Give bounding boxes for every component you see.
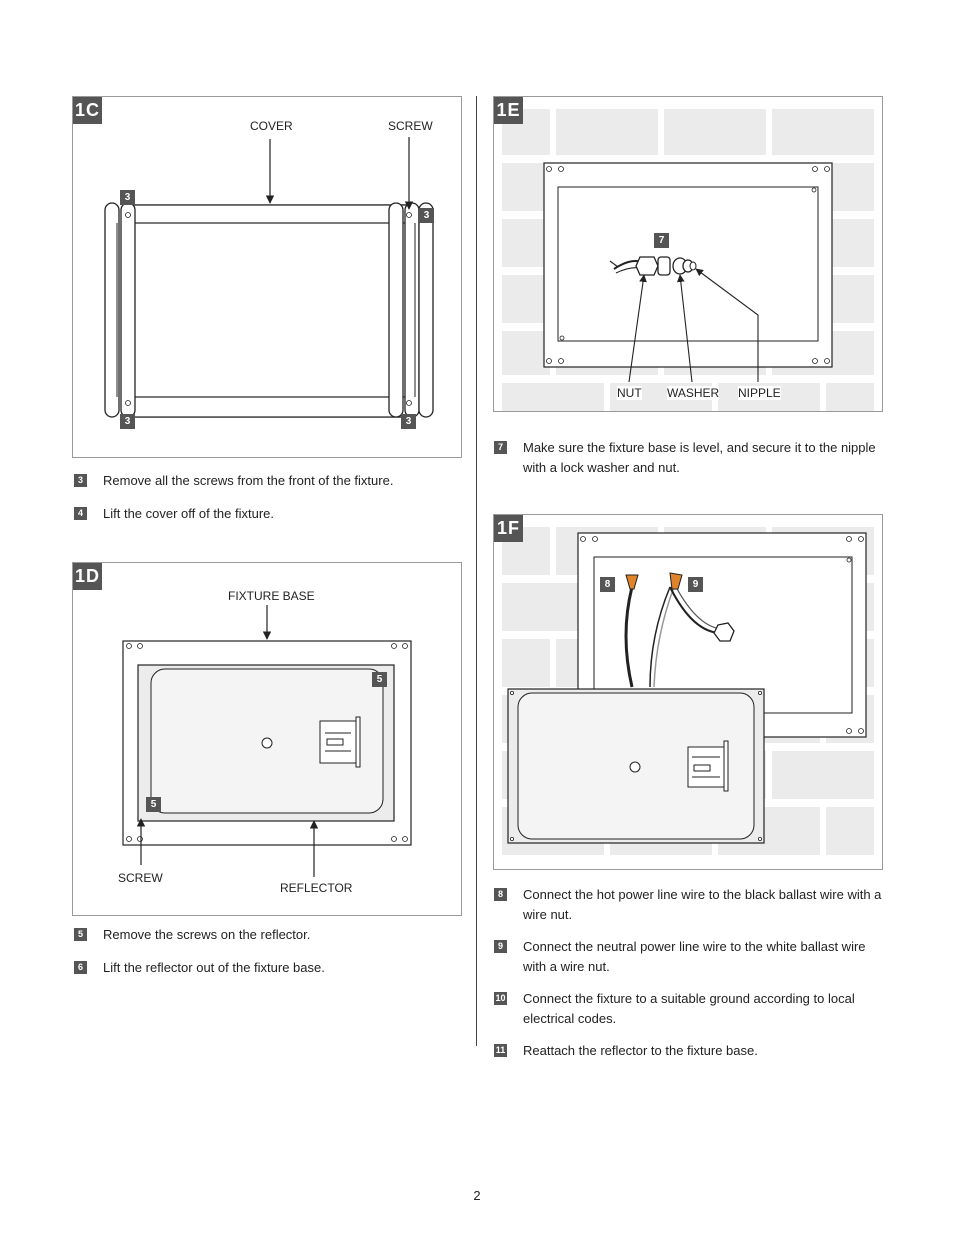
step-number: 10 <box>494 992 507 1005</box>
step-text: Remove all the screws from the front of … <box>103 473 394 488</box>
step-number: 4 <box>74 507 87 520</box>
step-text: Remove the screws on the reflector. <box>103 927 311 942</box>
step-text: Lift the cover off of the fixture. <box>103 506 275 521</box>
figure-tag: 1C <box>73 97 102 124</box>
step-text: Make sure the fixture base is level, and… <box>523 440 876 475</box>
instruction-step-7: 7 Make sure the fixture base is level, a… <box>494 438 884 478</box>
wiring-illustration <box>502 527 874 855</box>
step-number: 9 <box>494 940 507 953</box>
instruction-step-8: 8 Connect the hot power line wire to the… <box>494 885 884 925</box>
step-badge: 5 <box>146 797 161 812</box>
instruction-step-11: 11 Reattach the reflector to the fixture… <box>494 1041 884 1061</box>
screw-label: SCREW <box>118 871 163 885</box>
figure-tag: 1F <box>494 515 523 542</box>
step-badge: 3 <box>120 414 135 429</box>
instruction-step-6: 6 Lift the reflector out of the fixture … <box>74 958 464 978</box>
washer-label: WASHER <box>667 386 720 400</box>
step-text: Connect the hot power line wire to the b… <box>523 887 882 922</box>
step-number: 11 <box>494 1044 507 1057</box>
fixture-base-mounting-illustration <box>502 109 874 411</box>
figure-1d: 1D FIXTURE BASE SCREW REFLECTOR 5 5 <box>72 562 462 916</box>
step-number: 3 <box>74 474 87 487</box>
instruction-step-10: 10 Connect the fixture to a suitable gro… <box>494 989 884 1029</box>
step-badge: 9 <box>688 577 703 592</box>
step-badge: 5 <box>372 672 387 687</box>
figure-1f: 1F <box>493 514 883 870</box>
instruction-step-3: 3 Remove all the screws from the front o… <box>74 471 464 491</box>
column-divider <box>476 96 477 1046</box>
screw-label: SCREW <box>388 119 433 133</box>
instruction-step-9: 9 Connect the neutral power line wire to… <box>494 937 884 977</box>
fixture-base-label: FIXTURE BASE <box>228 589 315 603</box>
step-badge: 3 <box>401 414 416 429</box>
step-text: Connect the fixture to a suitable ground… <box>523 991 855 1026</box>
reflector-label: REFLECTOR <box>280 881 353 895</box>
instruction-step-5: 5 Remove the screws on the reflector. <box>74 925 464 945</box>
nut-label: NUT <box>617 386 642 400</box>
cover-removal-illustration <box>104 137 434 418</box>
step-text: Reattach the reflector to the fixture ba… <box>523 1043 758 1058</box>
step-number: 6 <box>74 961 87 974</box>
step-badge: 7 <box>654 233 669 248</box>
nipple-label: NIPPLE <box>738 386 781 400</box>
figure-1c: 1C COVER SCREW 3 3 3 3 <box>72 96 462 458</box>
cover-label: COVER <box>250 119 293 133</box>
step-number: 5 <box>74 928 87 941</box>
step-number: 7 <box>494 441 507 454</box>
step-number: 8 <box>494 888 507 901</box>
reflector-removal-illustration <box>122 605 412 877</box>
step-text: Lift the reflector out of the fixture ba… <box>103 960 325 975</box>
step-badge: 8 <box>600 577 615 592</box>
figure-tag: 1D <box>73 563 102 590</box>
step-badge: 3 <box>120 190 135 205</box>
page-number: 2 <box>473 1188 481 1203</box>
figure-tag: 1E <box>494 97 523 124</box>
step-badge: 3 <box>419 208 434 223</box>
instruction-step-4: 4 Lift the cover off of the fixture. <box>74 504 464 524</box>
step-text: Connect the neutral power line wire to t… <box>523 939 866 974</box>
figure-1e: 1E <box>493 96 883 412</box>
